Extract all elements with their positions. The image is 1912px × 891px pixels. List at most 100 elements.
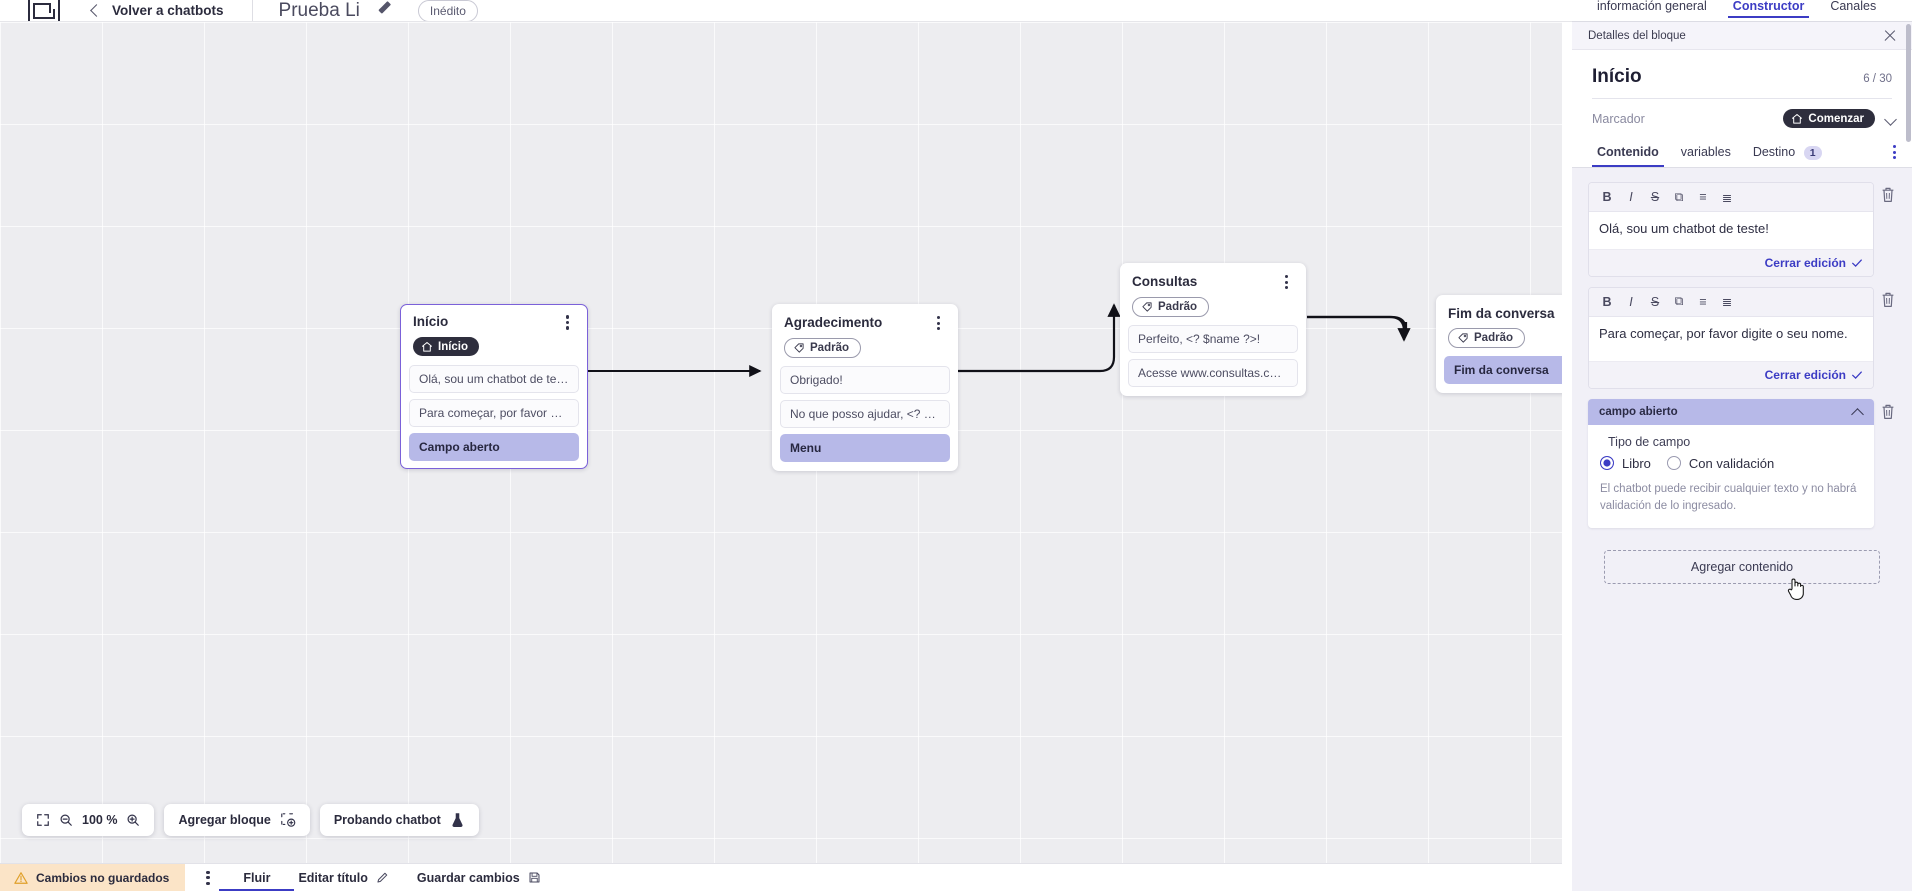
back-chevron-icon[interactable]	[88, 4, 102, 18]
content-options-icon[interactable]	[1888, 144, 1902, 160]
statusbar-tab-fluir[interactable]: Fluir	[219, 864, 295, 891]
campo-abierto-header[interactable]: campo abierto	[1588, 398, 1874, 425]
tag-icon	[1458, 333, 1468, 343]
tag-icon	[794, 343, 804, 353]
strikethrough-icon[interactable]: S	[1650, 190, 1660, 204]
node-row[interactable]: Acesse www.consultas.com par...	[1128, 359, 1298, 387]
marker-value-pill[interactable]: Comenzar	[1783, 109, 1875, 128]
tab-contenido-label: Contenido	[1597, 145, 1659, 159]
save-changes-button[interactable]: Guardar cambios	[417, 864, 541, 891]
node-tag-padrao[interactable]: Padrão	[1448, 328, 1525, 348]
node-row[interactable]: Menu	[780, 434, 950, 462]
add-block-button[interactable]: Agregar bloque	[164, 804, 310, 836]
field-help-text: El chatbot puede recibir cualquier texto…	[1600, 482, 1857, 512]
italic-icon[interactable]: I	[1629, 190, 1633, 204]
tab-informacion-general[interactable]: información general	[1597, 0, 1707, 13]
tab-destino[interactable]: Destino 1	[1742, 145, 1833, 167]
warning-icon	[14, 871, 28, 884]
flow-node-inicio[interactable]: Início Início Olá, sou um chatbot de tes…	[400, 304, 588, 470]
status-badge: Inédito	[417, 0, 478, 21]
panel-content: B I S ⧉ ≡ ≣ Olá, sou um chatbot de teste…	[1572, 168, 1912, 891]
chevron-up-icon[interactable]	[1851, 406, 1863, 418]
trash-icon[interactable]	[1880, 291, 1896, 309]
tag-icon	[1142, 302, 1152, 312]
bold-icon[interactable]: B	[1602, 190, 1612, 204]
fit-screen-icon[interactable]	[36, 813, 50, 827]
rich-text-editor[interactable]: B I S ⧉ ≡ ≣ Para começar, por favor digi…	[1588, 286, 1874, 389]
flow-node-fim-da-conversa[interactable]: Fim da conversa Padrão Fim da conversa	[1436, 295, 1562, 393]
add-content-button[interactable]: Agregar contenido	[1604, 550, 1880, 585]
marker-control[interactable]: Comenzar	[1783, 109, 1896, 128]
content-tabs: Contenido variables Destino 1	[1572, 144, 1912, 168]
zoom-in-icon[interactable]	[126, 813, 140, 827]
editor-text-2[interactable]: Para começar, por favor digite o seu nom…	[1599, 325, 1848, 341]
unsaved-changes-indicator: Cambios no guardados	[0, 863, 186, 891]
tab-variables[interactable]: variables	[1670, 145, 1742, 166]
tab-canales[interactable]: Canales	[1830, 0, 1877, 13]
block-details-panel: información general Constructor Canales …	[1572, 0, 1912, 891]
node-menu-icon[interactable]	[932, 315, 946, 331]
page-title: Prueba Li	[278, 0, 360, 21]
status-menu-icon[interactable]	[201, 870, 215, 886]
edit-title-button[interactable]: Editar título	[298, 864, 388, 891]
node-menu-icon[interactable]	[561, 314, 575, 330]
editor-toolbar: B I S ⧉ ≡ ≣	[1589, 287, 1873, 317]
node-row[interactable]: Para começar, por favor digite o ...	[409, 398, 579, 427]
close-icon[interactable]	[1882, 28, 1898, 44]
edit-title-label: Editar título	[298, 870, 368, 885]
tab-variables-label: variables	[1680, 145, 1731, 159]
node-row[interactable]: No que posso ajudar, <? $name ...	[780, 400, 950, 428]
brand-logo[interactable]	[28, 0, 60, 21]
pencil-icon[interactable]	[376, 2, 394, 20]
tab-contenido[interactable]: Contenido	[1586, 145, 1670, 167]
trash-icon[interactable]	[1880, 403, 1896, 421]
radio-libro[interactable]: Libro	[1600, 456, 1651, 471]
check-icon	[1852, 371, 1862, 379]
node-row[interactable]: Olá, sou um chatbot de teste!	[409, 364, 579, 393]
node-row[interactable]: Campo aberto	[409, 432, 579, 461]
zoom-level: 100 %	[82, 813, 118, 827]
flow-node-consultas[interactable]: Consultas Padrão Perfeito, <? $name ?>! …	[1120, 263, 1306, 396]
radio-libro-dot[interactable]	[1600, 456, 1614, 471]
editor-text-1[interactable]: Olá, sou um chatbot de teste!	[1599, 221, 1769, 236]
trash-icon[interactable]	[1880, 186, 1896, 204]
node-row[interactable]: Obrigado!	[780, 366, 950, 394]
content-block-2: B I S ⧉ ≡ ≣ Para começar, por favor digi…	[1588, 286, 1896, 389]
flow-node-agradecimento[interactable]: Agradecimento Padrão Obrigado! No que po…	[772, 304, 958, 471]
content-block-1: B I S ⧉ ≡ ≣ Olá, sou um chatbot de teste…	[1588, 182, 1896, 277]
strikethrough-icon[interactable]: S	[1650, 294, 1660, 309]
link-icon[interactable]: ⧉	[1674, 189, 1684, 204]
test-chatbot-button[interactable]: Probando chatbot	[319, 804, 479, 836]
zoom-controls[interactable]: 100 %	[22, 804, 155, 836]
status-bar: Cambios no guardados Fluir Editar título…	[0, 863, 1562, 891]
panel-divider	[1592, 98, 1892, 99]
node-tag-inicio[interactable]: Início	[413, 337, 480, 357]
zoom-out-icon[interactable]	[59, 813, 73, 827]
field-type-radio-group: Libro Con validación	[1600, 456, 1862, 471]
node-tag-padrao[interactable]: Padrão	[784, 338, 861, 358]
bullet-list-icon[interactable]: ≡	[1699, 294, 1707, 309]
numbered-list-icon[interactable]: ≣	[1721, 190, 1733, 205]
bold-icon[interactable]: B	[1602, 294, 1612, 309]
link-icon[interactable]: ⧉	[1674, 294, 1684, 309]
close-edit-link-2[interactable]: Cerrar edición	[1764, 367, 1846, 382]
node-tag-row: Padrão	[1120, 290, 1306, 321]
back-to-chatbots-link[interactable]: Volver a chatbots	[112, 3, 224, 18]
numbered-list-icon[interactable]: ≣	[1721, 295, 1733, 310]
radio-con-validacion-dot[interactable]	[1666, 456, 1681, 471]
close-edit-link-1[interactable]: Cerrar edición	[1764, 255, 1846, 270]
campo-abierto-card: campo abierto Tipo de campo Libro	[1588, 398, 1874, 529]
node-tag-label: Padrão	[1474, 332, 1513, 344]
node-row[interactable]: Fim da conversa	[1444, 356, 1562, 384]
tab-constructor[interactable]: Constructor	[1720, 0, 1818, 18]
chevron-down-icon[interactable]	[1884, 113, 1896, 125]
rich-text-editor[interactable]: B I S ⧉ ≡ ≣ Olá, sou um chatbot de teste…	[1588, 182, 1874, 277]
bullet-list-icon[interactable]: ≡	[1699, 190, 1707, 204]
flow-canvas[interactable]: Início Início Olá, sou um chatbot de tes…	[0, 22, 1562, 868]
radio-con-validacion[interactable]: Con validación	[1666, 456, 1774, 471]
node-row[interactable]: Perfeito, <? $name ?>!	[1128, 325, 1298, 353]
node-menu-icon[interactable]	[1280, 274, 1294, 290]
node-tag-padrao[interactable]: Padrão	[1132, 297, 1209, 317]
italic-icon[interactable]: I	[1629, 294, 1633, 309]
panel-scrollbar[interactable]	[1906, 24, 1911, 142]
